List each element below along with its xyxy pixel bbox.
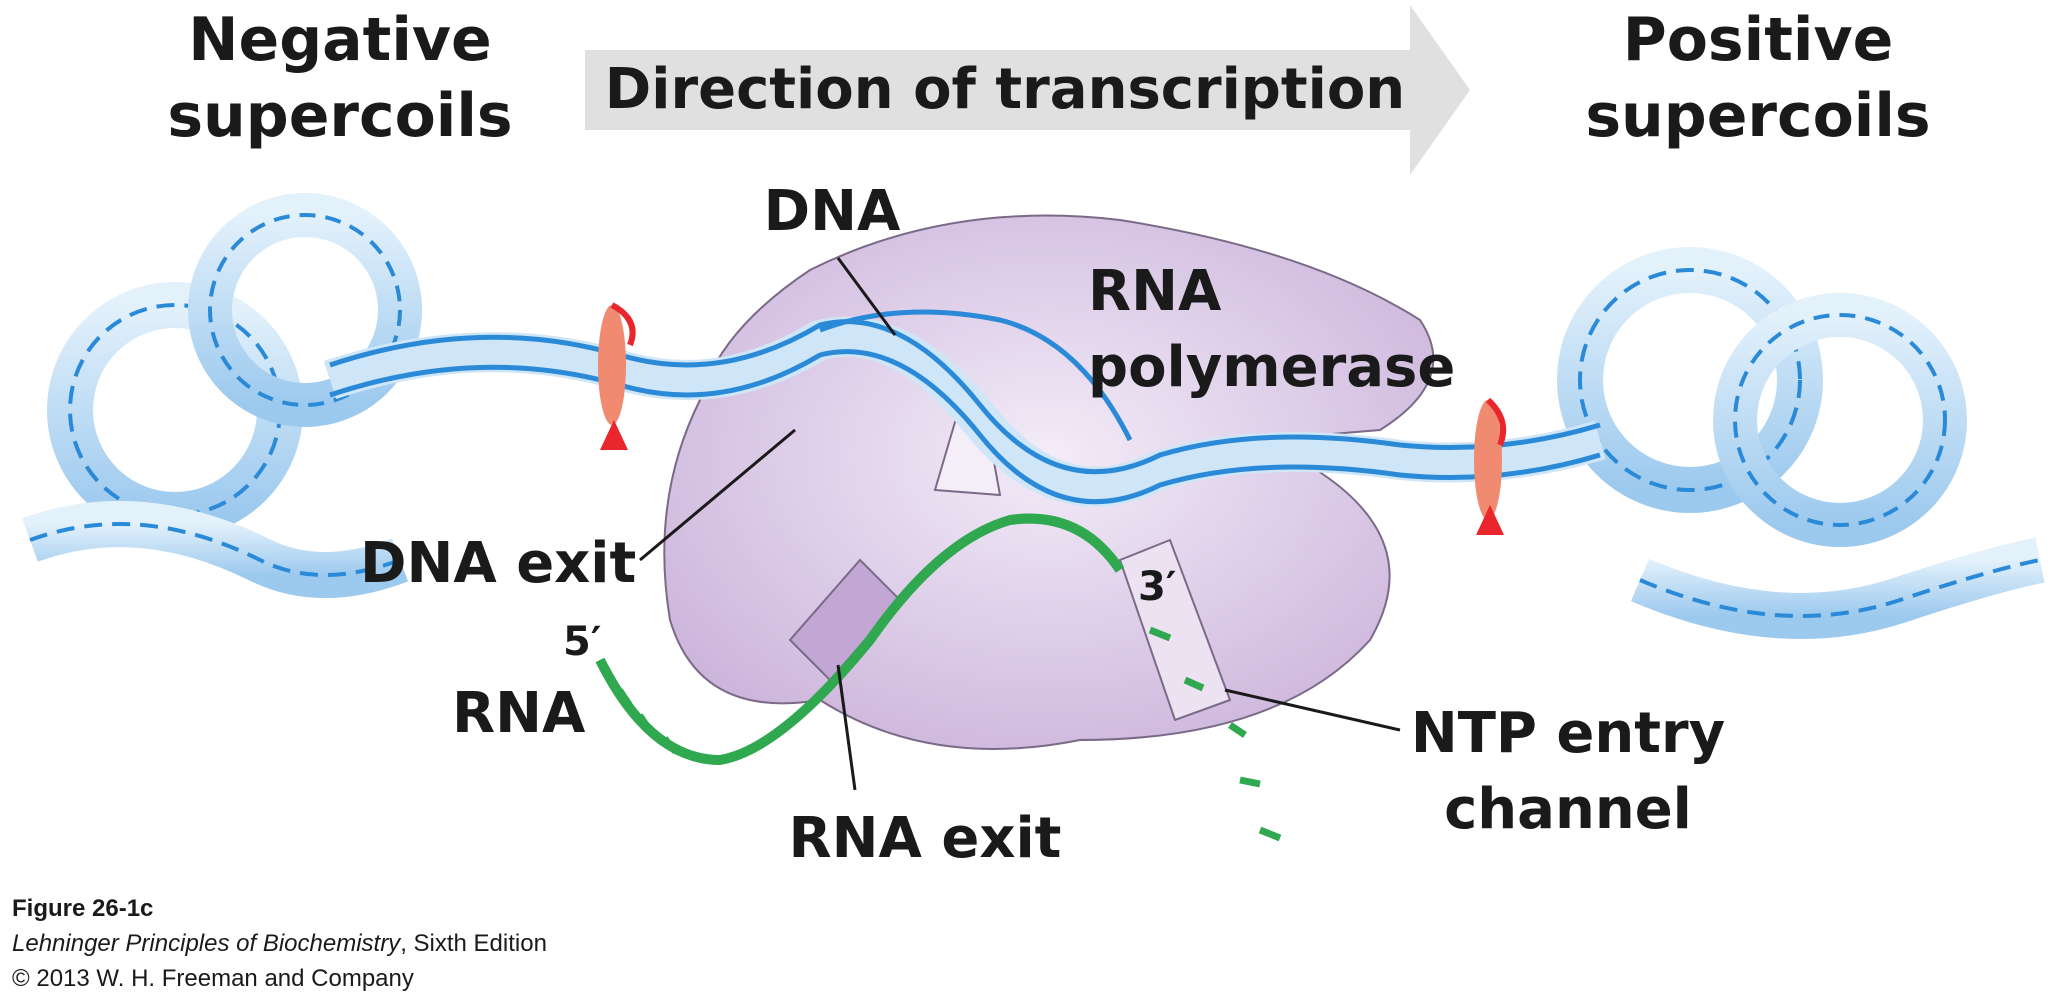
three-prime-label: 3′ (1138, 564, 1176, 610)
positive-supercoils-label-2: supercoils (1585, 81, 1930, 151)
copyright: © 2013 W. H. Freeman and Company (12, 965, 414, 992)
ntp-entry-label-2: channel (1444, 777, 1692, 842)
negative-supercoils (22, 193, 422, 598)
figure-number: Figure 26-1c (12, 895, 154, 922)
rotation-marker-right (1474, 397, 1506, 535)
ntp-entry-label-1: NTP entry (1411, 701, 1725, 766)
five-prime-label: 5′ (563, 619, 601, 665)
rna-polymerase-label-2: polymerase (1088, 335, 1455, 400)
positive-supercoils-label-1: Positive (1623, 5, 1894, 75)
rna-exit-label: RNA exit (789, 806, 1062, 871)
rotation-marker-left (598, 302, 636, 450)
rna-strand (595, 513, 1282, 842)
direction-arrow (585, 5, 1470, 175)
dna-label: DNA (764, 179, 901, 244)
rna-label: RNA (452, 681, 586, 746)
leader-lines (639, 257, 1401, 791)
dna-exit-label: DNA exit (360, 531, 636, 596)
book-edition: , Sixth Edition (400, 930, 547, 957)
rna-polymerase-label-1: RNA (1088, 259, 1222, 324)
book-title: Lehninger Principles of Biochemistry (12, 930, 401, 957)
book-citation: Lehninger Principles of Biochemistry, Si… (12, 930, 547, 958)
negative-supercoils-label-2: supercoils (167, 81, 512, 151)
positive-supercoils (1557, 247, 2045, 639)
negative-supercoils-label-1: Negative (188, 5, 491, 75)
direction-label: Direction of transcription (605, 57, 1405, 122)
